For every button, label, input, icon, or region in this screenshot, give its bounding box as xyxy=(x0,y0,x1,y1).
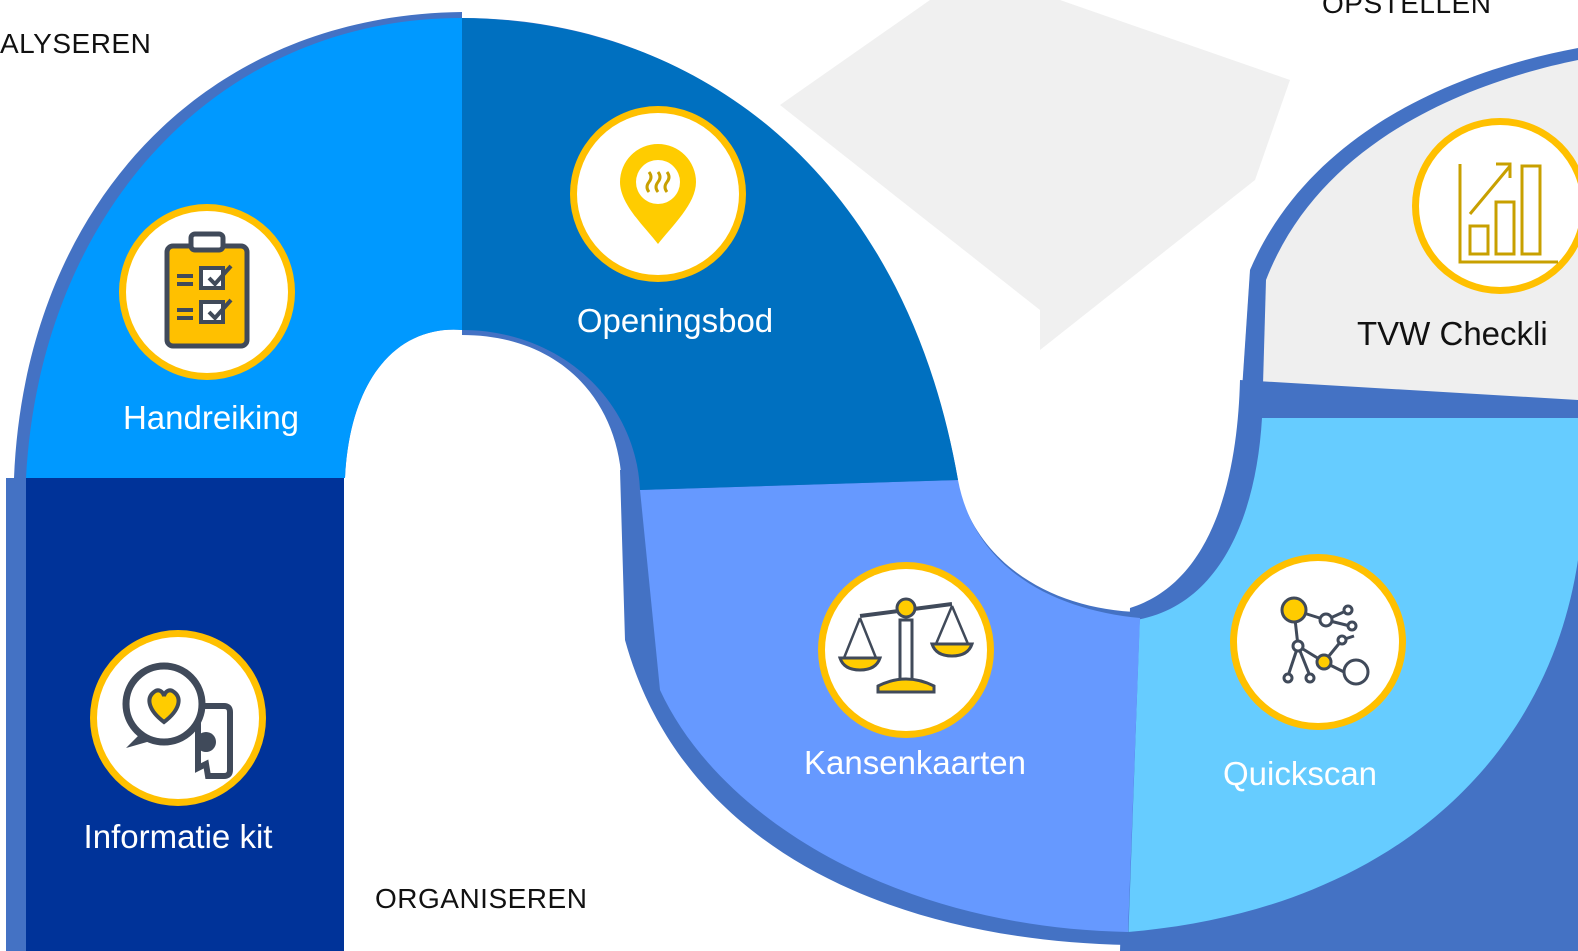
clipboard-checklist-icon xyxy=(119,204,295,380)
tool-label-quickscan[interactable]: Quickscan xyxy=(1223,755,1377,792)
tool-label-informatie-kit[interactable]: Informatie kit xyxy=(84,818,273,855)
background-arrow xyxy=(780,0,1290,350)
phase-label-opstellen: OPSTELLEN xyxy=(1322,0,1492,19)
phase-label-analyseren: ALYSEREN xyxy=(0,28,152,59)
tool-label-kansenkaarten[interactable]: Kansenkaarten xyxy=(804,744,1026,781)
chat-bubbles-heart-icon xyxy=(90,630,266,806)
tool-label-handreiking[interactable]: Handreiking xyxy=(123,399,299,436)
bar-chart-growth-icon xyxy=(1412,118,1578,294)
informatie-kit-segment-rim xyxy=(6,478,28,951)
network-nodes-icon xyxy=(1230,554,1406,730)
tool-label-openingsbod[interactable]: Openingsbod xyxy=(577,302,773,339)
tool-label-tvw-checklist[interactable]: TVW Checkli xyxy=(1357,315,1548,352)
balance-scale-icon xyxy=(818,562,994,738)
phase-label-organiseren: ORGANISEREN xyxy=(375,883,588,914)
location-pin-heat-icon xyxy=(570,106,746,282)
